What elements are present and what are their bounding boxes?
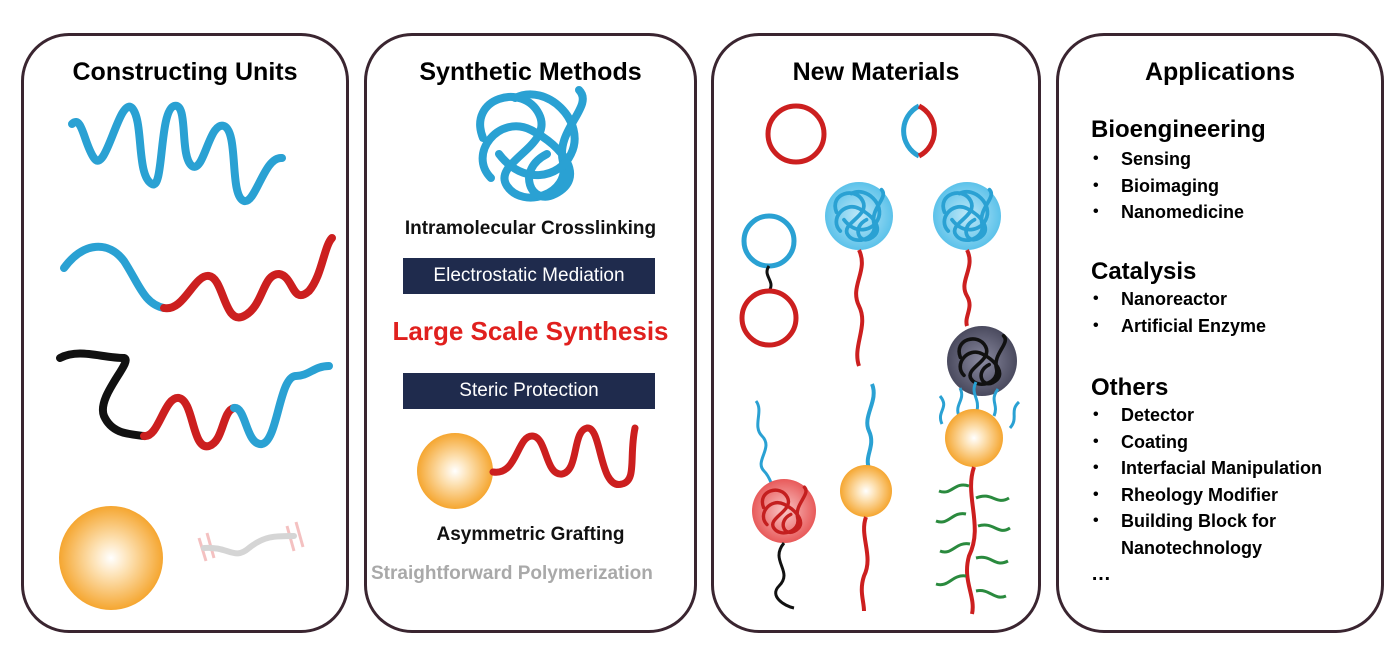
blue-brush-arms [938, 381, 1021, 430]
section-catalysis: Catalysis [1091, 258, 1197, 285]
grafted-chain [489, 424, 639, 488]
diblock-chain-blue [60, 242, 168, 312]
list-item: Nanomedicine [1091, 199, 1244, 226]
list-item: Interfacial Manipulation [1091, 455, 1322, 482]
panel-title: New Materials [792, 58, 960, 86]
section-others: Others [1091, 374, 1169, 401]
particle-blue-arm [865, 383, 876, 469]
list-item: Coating [1091, 429, 1322, 456]
green-side-chains [935, 483, 1011, 599]
bar-steric-protection: Steric Protection [403, 373, 655, 409]
faded-chain-icon [197, 521, 305, 562]
particle-red-arm [859, 516, 870, 612]
list-item: Artificial Enzyme [1091, 313, 1266, 340]
janus-black-tail [774, 542, 795, 610]
list-item: Detector [1091, 402, 1322, 429]
new-materials-art [739, 103, 1021, 615]
list-item: Sensing [1091, 146, 1244, 173]
panel-title: Synthetic Methods [419, 58, 642, 86]
catalysis-list: Nanoreactor Artificial Enzyme [1091, 286, 1266, 339]
brush-gold-particle [945, 409, 1003, 467]
ellipsis: … [1091, 563, 1111, 585]
list-item: Nanoreactor [1091, 286, 1266, 313]
diblock-ring-blue [901, 103, 921, 159]
triblock-chain-red [140, 394, 238, 451]
panel-title: Constructing Units [72, 58, 298, 86]
nanoparticle [59, 506, 163, 610]
panel-synthetic-methods: Synthetic Methods Intramolecular Crossli… [364, 33, 697, 633]
ring-linker [765, 265, 773, 292]
bioengineering-list: Sensing Bioimaging Nanomedicine [1091, 146, 1244, 226]
diblock-chain-red [160, 234, 336, 322]
panel-constructing-units: Constructing Units [21, 33, 349, 633]
label-asymmetric-grafting: Asymmetric Grafting [436, 524, 625, 545]
triblock-chain-blue [230, 362, 333, 448]
brush-backbone-red [965, 466, 977, 615]
blue-homopolymer-chain [68, 102, 286, 205]
crosslinked-tangle [480, 90, 583, 198]
list-item: Rheology Modifier [1091, 482, 1322, 509]
list-item: Building Block for [1091, 508, 1322, 535]
panel-new-materials: New Materials [711, 33, 1041, 633]
triblock-chain-black [56, 349, 148, 440]
gold-particle [840, 465, 892, 517]
grafting-particle [417, 433, 493, 509]
bar-electrostatic-mediation: Electrostatic Mediation [403, 258, 655, 294]
label-large-scale-synthesis: Large Scale Synthesis [392, 316, 669, 346]
globule-tail-red [854, 249, 865, 367]
label-straightforward-polymerization: Straightforward Polymerization [371, 563, 653, 584]
linked-ring-red [739, 288, 799, 348]
label-intramolecular-crosslinking: Intramolecular Crosslinking [404, 218, 657, 239]
others-list: Detector Coating Interfacial Manipulatio… [1091, 402, 1322, 561]
list-item-continued: Nanotechnology [1121, 537, 1263, 558]
list-item: Bioimaging [1091, 173, 1244, 200]
synthetic-methods-art [417, 36, 639, 509]
red-ring [765, 103, 827, 165]
section-bioengineering: Bioengineering [1091, 116, 1266, 143]
diblock-ring-red [917, 103, 937, 159]
constructing-units-art [56, 102, 336, 610]
panel-title: Applications [1144, 58, 1295, 86]
panel-applications: Applications Bioengineering Sensing Bioi… [1056, 33, 1384, 633]
globule-linker-red [962, 249, 972, 327]
linked-ring-blue [741, 213, 797, 269]
